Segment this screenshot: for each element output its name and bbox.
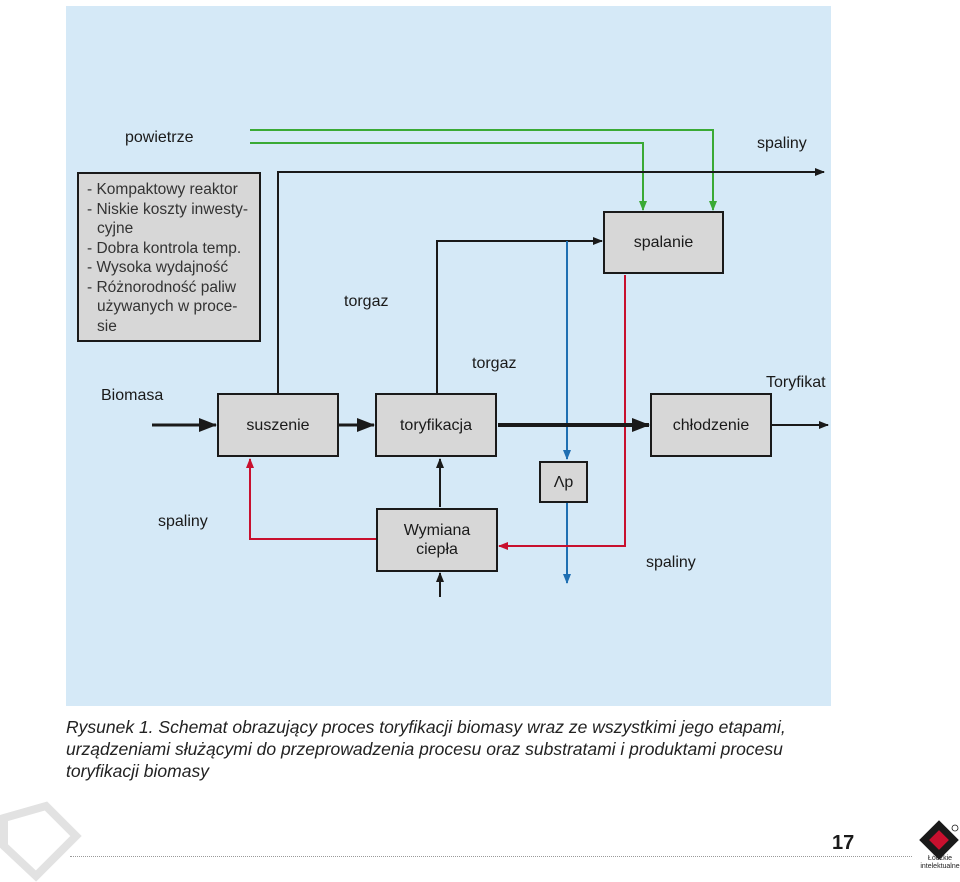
figure-caption: Rysunek 1. Schemat obrazujący proces tor… [66, 716, 846, 782]
advantage-line: - Różnorodność paliw [87, 278, 237, 296]
advantage-line: cyjne [97, 220, 134, 237]
torgaz-label-mid: torgaz [472, 355, 517, 372]
exhaust-label-left: spaliny [158, 513, 208, 530]
advantages-box: - Kompaktowy reaktor - Niskie koszty inw… [77, 172, 261, 342]
air-label: powietrze [125, 129, 194, 146]
figure-caption-lead: Rysunek 1. [66, 717, 154, 737]
pressure-drop-label: Λp [553, 473, 574, 491]
advantage-line: używanych w proce- [97, 298, 238, 315]
drying-box: suszenie [217, 393, 339, 457]
exhaust-line-top [277, 168, 825, 394]
air-flow-line-1 [250, 129, 717, 211]
diagram-panel [66, 6, 831, 706]
pressure-drop-box: Λp [539, 461, 588, 503]
footer-divider [70, 856, 912, 857]
torgaz-line [436, 237, 603, 394]
exhaust-label-top: spaliny [757, 135, 807, 152]
torrefaction-box-label: toryfikacja [399, 416, 473, 434]
advantage-line: - Wysoka wydajność [87, 259, 229, 276]
cooling-box: chłodzenie [650, 393, 772, 457]
advantage-line: - Niskie koszty inwesty- [87, 200, 249, 218]
flue-gas-to-dryer [246, 458, 376, 540]
heat-exchanger-label-line2: ciepła [416, 541, 458, 558]
advantage-line: sie [97, 317, 117, 335]
region-logo [919, 820, 959, 860]
heat-exchanger-box: Wymiana ciepła [376, 508, 498, 572]
flue-gas-to-exchanger [498, 275, 626, 550]
heat-exchanger-label-line1: Wymiana [403, 522, 471, 539]
logo-caption: Łódzkie intelektualne [920, 855, 960, 871]
left-watermark-logo [0, 801, 82, 882]
torgaz-label-left: torgaz [344, 293, 389, 310]
biomass-label: Biomasa [101, 387, 164, 404]
torrefaction-box: toryfikacja [375, 393, 497, 457]
air-flow-line-2 [250, 142, 647, 211]
logo-text-1: Łódzkie [927, 855, 953, 862]
combustion-box-label: spalanie [633, 234, 694, 251]
page-number: 17 [832, 832, 855, 854]
logo-text-2: intelektualne [920, 863, 960, 870]
exhaust-label-right: spaliny [646, 554, 696, 571]
advantage-line: - Dobra kontrola temp. [87, 239, 242, 257]
advantage-line: - Kompaktowy reaktor [87, 181, 238, 198]
cooling-box-label: chłodzenie [672, 416, 750, 434]
combustion-box: spalanie [603, 211, 724, 274]
drying-box-label: suszenie [246, 416, 310, 434]
figure-caption-text: Schemat obrazujący proces toryfikacji bi… [66, 717, 786, 781]
torrefied-product-label: Toryfikat [766, 374, 826, 391]
